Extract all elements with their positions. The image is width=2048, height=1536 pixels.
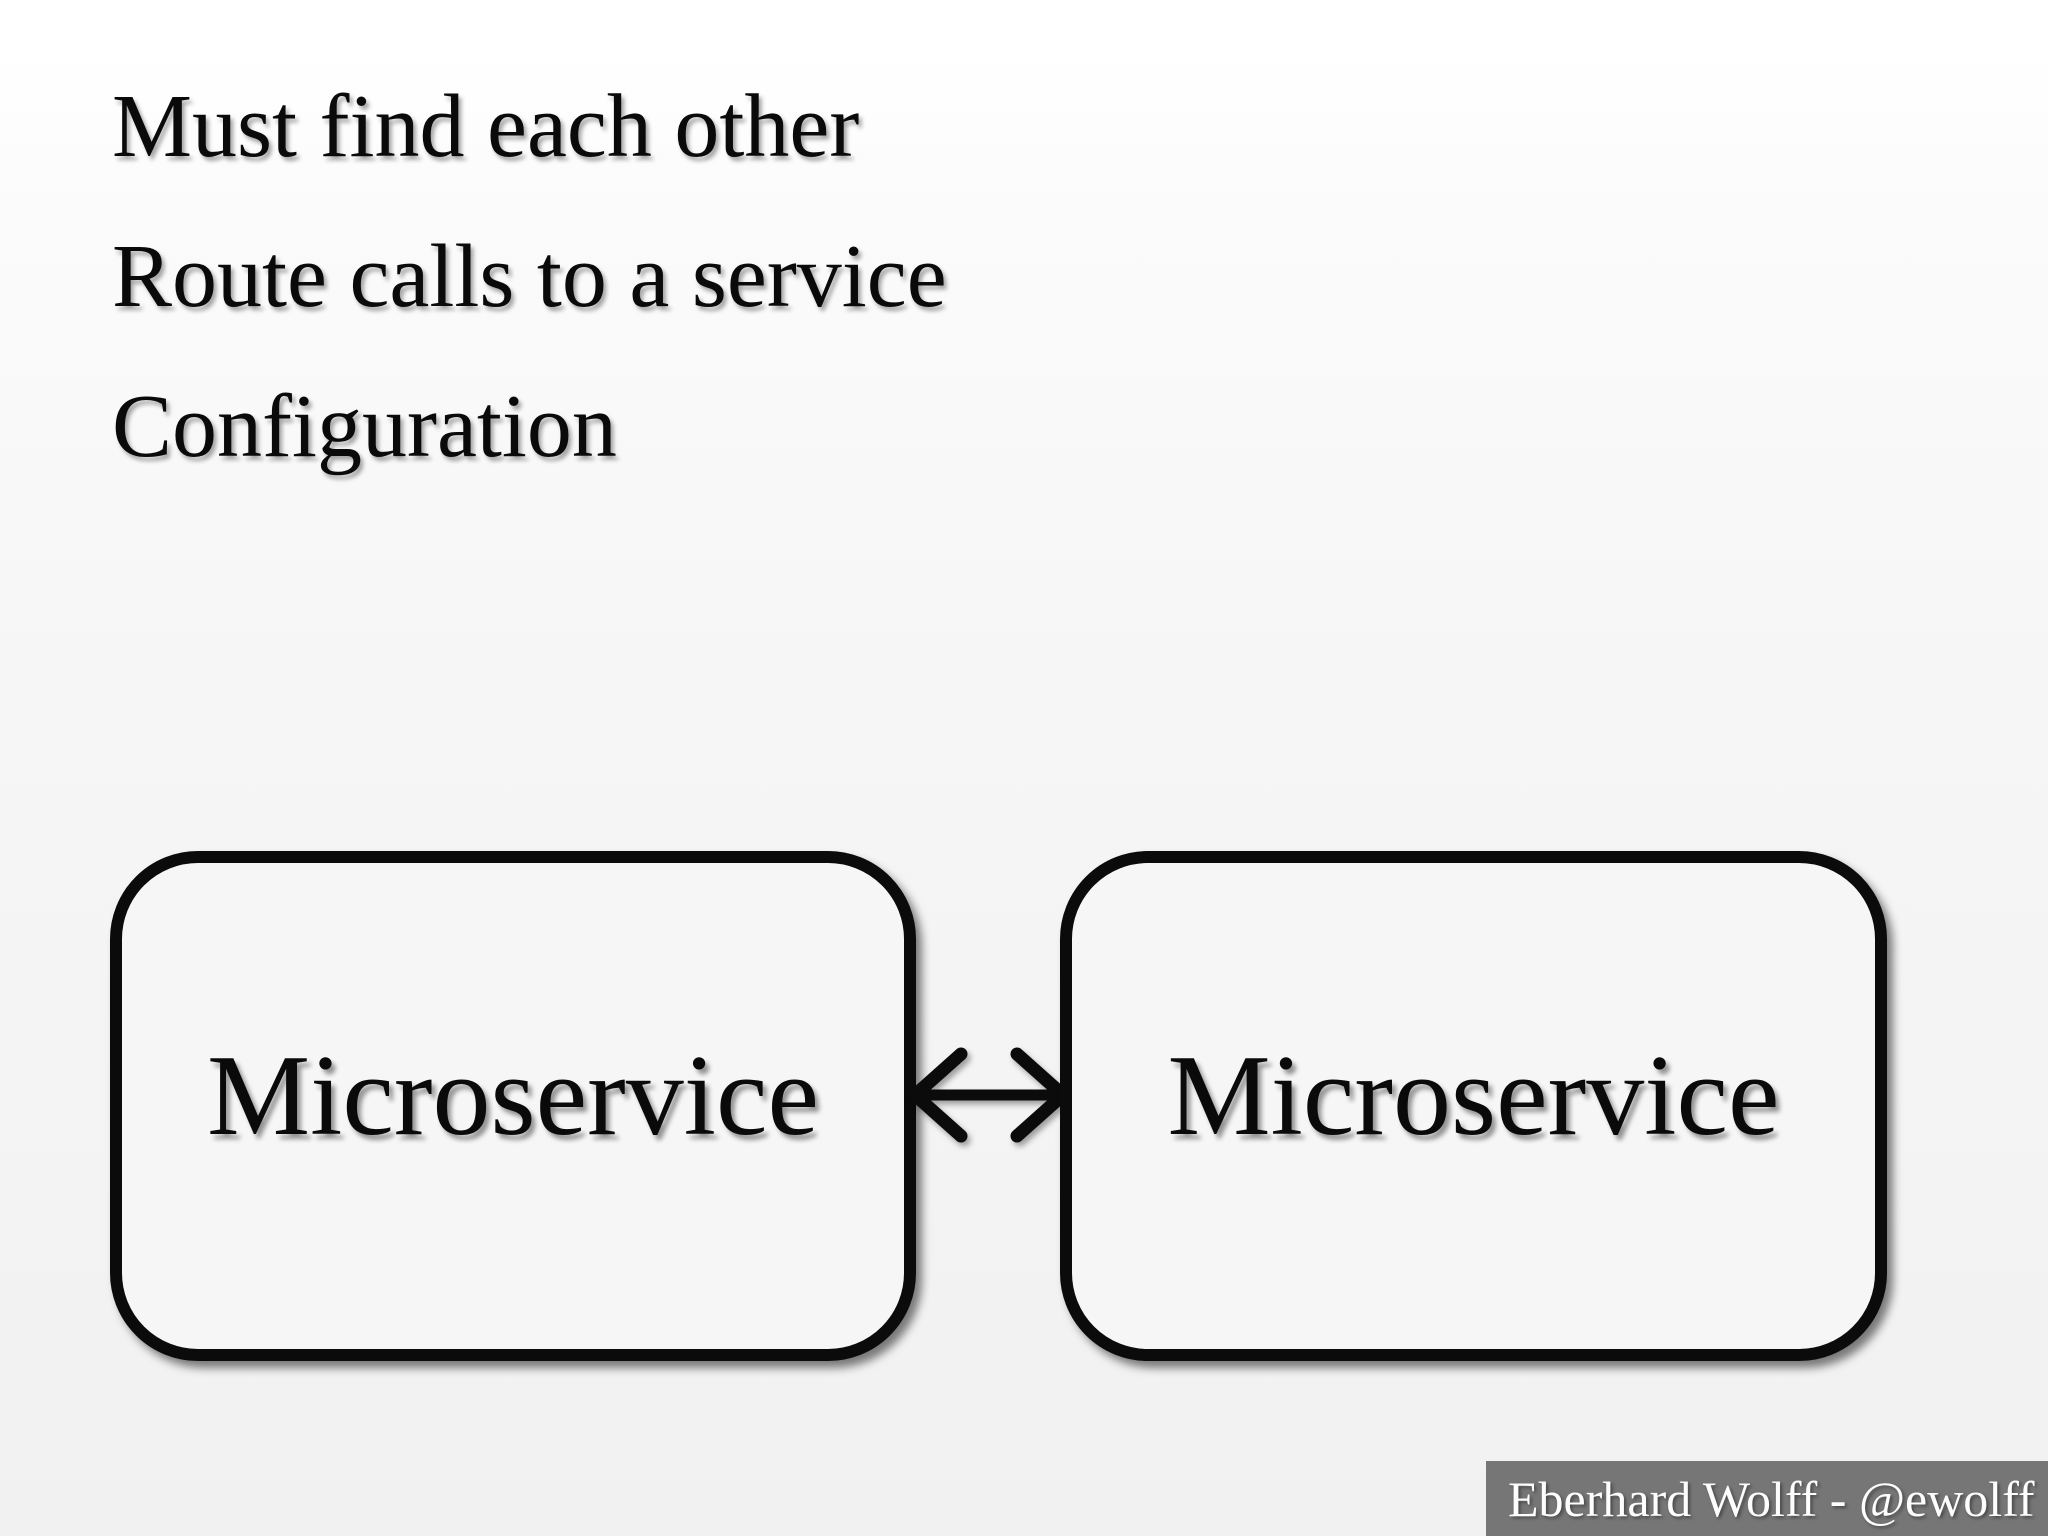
- bullet-line-1: Must find each other: [112, 77, 860, 176]
- double-arrow-icon: [905, 1047, 1073, 1143]
- microservice-box-left-label: Microservice: [207, 1031, 819, 1160]
- microservice-box-left: Microservice: [110, 851, 916, 1361]
- author-badge: Eberhard Wolff - @ewolff: [1486, 1461, 2048, 1536]
- microservice-box-right: Microservice: [1060, 851, 1887, 1361]
- bullet-list: Must find each other Route calls to a se…: [112, 52, 947, 502]
- bullet-line-2: Route calls to a service: [112, 227, 947, 326]
- microservice-box-right-label: Microservice: [1167, 1031, 1780, 1160]
- bullet-line-3: Configuration: [112, 377, 617, 476]
